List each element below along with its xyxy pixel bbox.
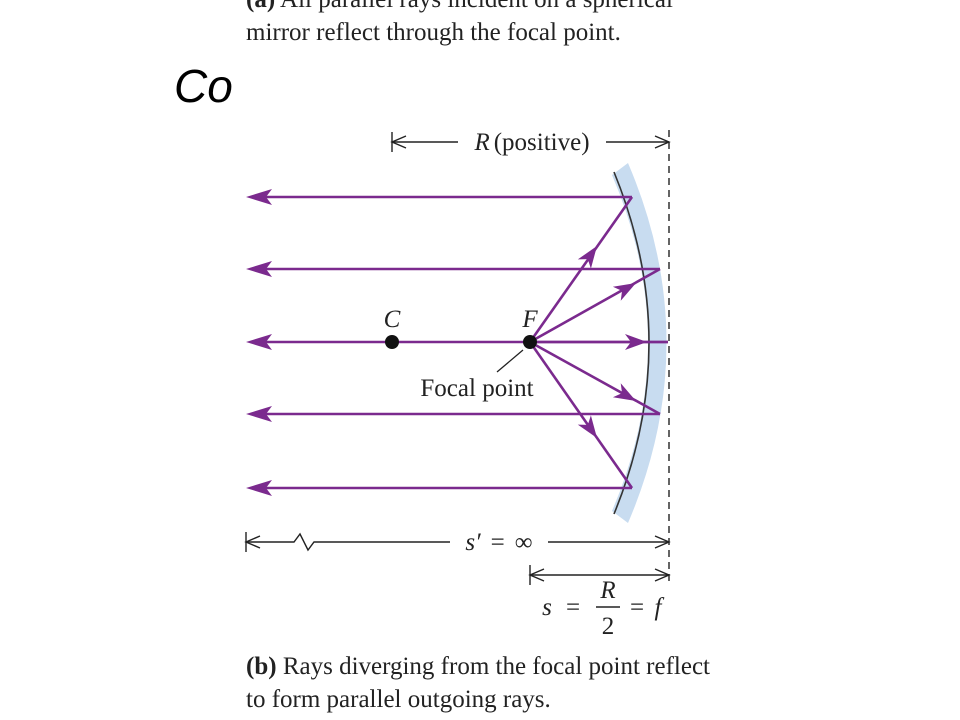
diverging-ray-4	[529, 340, 661, 416]
r-dimension: R(positive)	[390, 129, 671, 156]
arrowhead-4	[246, 406, 272, 422]
caption-b-text1: Rays diverging from the focal point refl…	[282, 653, 710, 680]
mirror-glass	[612, 163, 667, 523]
caption-a-label: (a)	[246, 0, 275, 13]
point-f-dot	[523, 335, 537, 349]
point-c-dot	[385, 335, 399, 349]
r-dimension-label: R(positive)	[473, 129, 589, 156]
mid-arrowhead-1	[577, 246, 597, 269]
s-formula: s = R 2 = f	[542, 577, 664, 640]
caption-b-line1: (b) Rays diverging from the focal point …	[246, 650, 710, 683]
mid-arrowhead-2	[612, 283, 636, 301]
arrowhead-2	[246, 261, 272, 277]
caption-b-line2: to form parallel outgoing rays.	[246, 686, 551, 713]
focal-point-leader	[496, 349, 524, 373]
s-equals: =	[566, 594, 580, 621]
mid-arrowhead-5	[577, 415, 597, 438]
s-prime-dimension: s′=∞	[244, 529, 671, 556]
arrowhead-1	[246, 189, 272, 205]
diverging-rays	[528, 196, 668, 489]
diverging-ray-1	[528, 196, 634, 343]
break-symbol	[246, 532, 450, 552]
caption-a: (a) All parallel rays incident on a sphe…	[246, 0, 673, 49]
diverging-ray-5	[528, 341, 634, 489]
mid-arrowhead-4	[612, 383, 636, 401]
caption-a-text1: All parallel rays incident on a spherica…	[280, 0, 673, 13]
caption-a-line1: (a) All parallel rays incident on a sphe…	[246, 0, 673, 16]
s-numerator: R	[599, 577, 615, 604]
s-symbol: s	[542, 594, 552, 621]
s-equals-2: =	[630, 594, 644, 621]
mid-arrowhead-3	[625, 334, 647, 350]
focal-point-label: Focal point	[420, 375, 533, 402]
s-result: f	[655, 594, 665, 621]
caption-b: (b) Rays diverging from the focal point …	[246, 650, 710, 716]
s-prime-label: s′=∞	[465, 529, 532, 556]
s-denominator: 2	[602, 613, 615, 640]
s-dimension	[528, 565, 671, 585]
outgoing-arrowheads	[246, 189, 272, 496]
slide-title: Concave Mirror	[174, 60, 232, 112]
arrowhead-3	[246, 334, 272, 350]
caption-b-label: (b)	[246, 653, 277, 680]
diverging-arrowheads	[577, 246, 647, 438]
diverging-ray-2	[529, 267, 661, 344]
point-f-label: F	[521, 306, 538, 333]
point-c-label: C	[384, 306, 401, 333]
caption-a-line2: mirror reflect through the focal point.	[246, 19, 621, 46]
arrowhead-5	[246, 480, 272, 496]
